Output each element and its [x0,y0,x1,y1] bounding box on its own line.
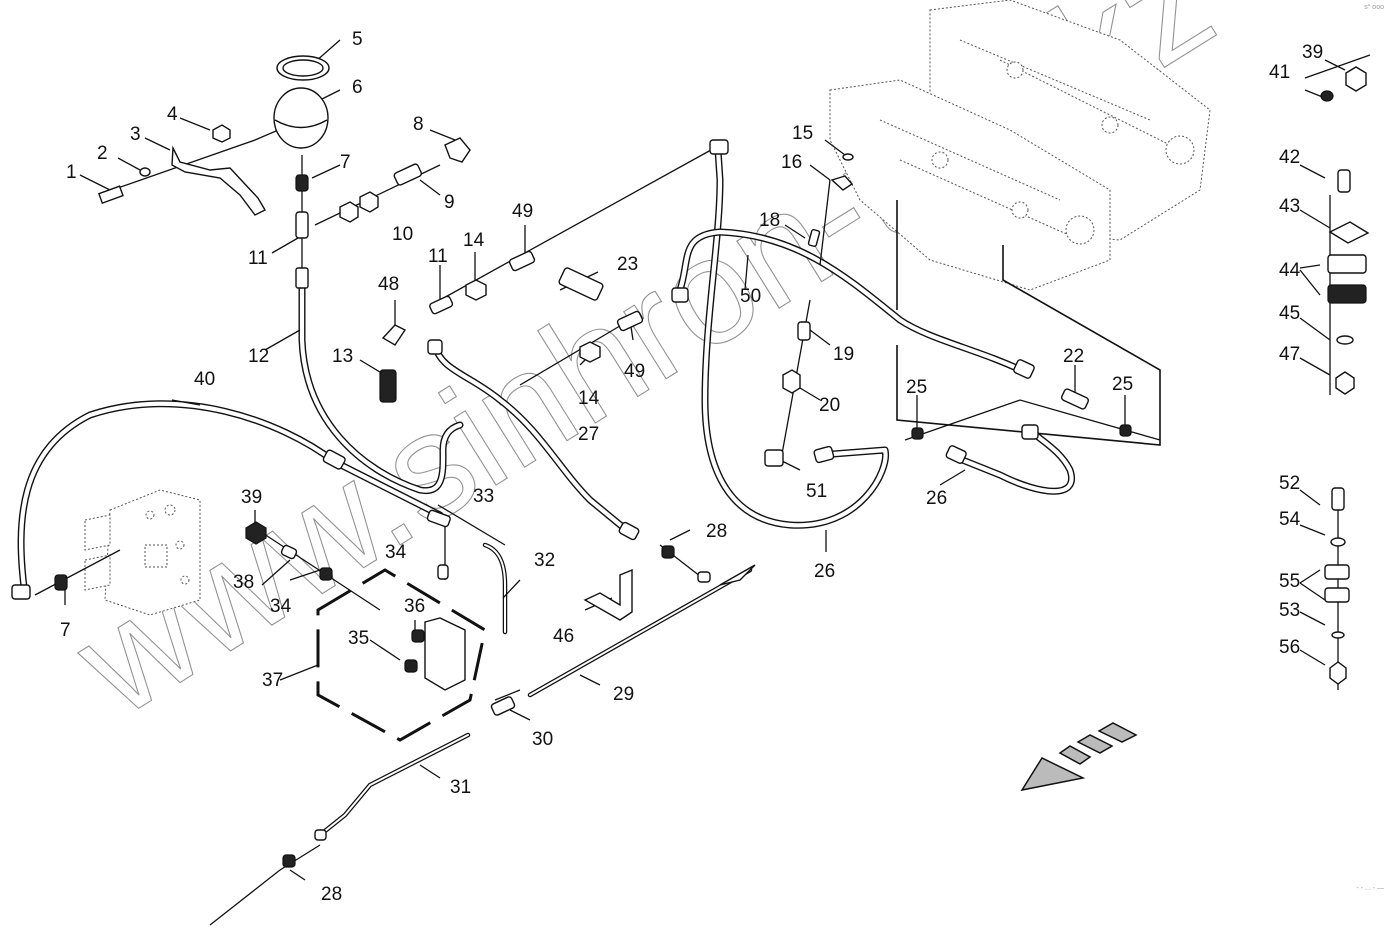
callout-22: 22 [1063,346,1084,367]
callout-53: 53 [1279,600,1300,621]
callout-33: 33 [473,486,494,507]
callout-38: 38 [233,572,254,593]
callout-6: 6 [352,77,363,98]
parts [11,55,1370,868]
callout-29: 29 [613,684,634,705]
callout-56: 56 [1279,637,1300,658]
callout-11: 11 [428,246,448,267]
callout-41: 41 [1269,62,1290,83]
bracket-outline [896,200,1161,446]
callout-30: 30 [532,729,553,750]
mounting-bracket [583,568,633,621]
callout-23: 23 [617,254,638,275]
callout-12: 12 [248,346,269,367]
bracket [171,145,266,216]
front-direction-arrow-icon [1020,722,1138,792]
callout-55: 55 [1279,571,1300,592]
callout-34: 34 [270,596,292,617]
callout-16: 16 [781,152,802,173]
callout-50: 50 [740,286,761,307]
manifold-block-ghost [84,489,201,616]
callout-1: 1 [66,162,77,183]
callout-18: 18 [759,210,780,231]
callout-28: 28 [321,884,342,905]
callout-labels: 1 2 3 4 5 6 7 7 8 9 10 11 11 12 13 14 14… [60,29,1323,905]
valve-group-outline [316,568,487,742]
callout-35: 35 [348,628,369,649]
pressure-switch [379,369,397,403]
callout-43: 43 [1279,196,1300,217]
callout-7: 7 [340,152,351,173]
callout-39: 39 [241,487,262,508]
callout-5: 5 [352,29,363,50]
callout-44: 44 [1279,260,1301,281]
callout-26: 26 [814,561,835,582]
callout-49: 49 [624,361,645,382]
accumulator-sphere [273,87,329,149]
callout-34: 34 [385,542,407,563]
callout-14: 14 [463,230,485,251]
callout-28: 28 [706,521,727,542]
corner-mark-bottom: - - . . - — [1356,885,1384,892]
callout-27: 27 [578,424,599,445]
callout-15: 15 [792,123,813,144]
callout-42: 42 [1279,147,1300,168]
callout-25: 25 [906,377,927,398]
callout-20: 20 [819,395,840,416]
callout-36: 36 [404,596,425,617]
callout-11: 11 [248,248,268,269]
callout-9: 9 [444,192,455,213]
leader-lines [34,39,1371,926]
callout-47: 47 [1279,344,1300,365]
inline-filter [558,267,604,301]
callout-46: 46 [553,626,574,647]
hoses [17,146,1075,838]
callout-4: 4 [167,104,178,125]
valve-block-ghost [829,0,1211,291]
callout-32: 32 [534,550,555,571]
callout-39: 39 [1302,42,1323,63]
callout-31: 31 [450,777,471,798]
callout-14: 14 [578,388,600,409]
callout-26: 26 [926,488,947,509]
callout-52: 52 [1279,473,1300,494]
corner-mark-top: s° ooo [1364,4,1384,11]
callout-37: 37 [262,670,283,691]
callout-10: 10 [392,224,413,245]
callout-25: 25 [1112,374,1133,395]
callout-3: 3 [130,124,141,145]
callout-54: 54 [1279,509,1301,530]
callout-8: 8 [413,114,424,135]
callout-7: 7 [60,620,71,641]
relief-valve-block [424,617,466,691]
callout-51: 51 [806,481,827,502]
callout-19: 19 [833,344,854,365]
callout-13: 13 [332,346,353,367]
callout-45: 45 [1279,303,1300,324]
callout-48: 48 [378,274,399,295]
callout-40: 40 [194,369,215,390]
callout-2: 2 [97,143,108,164]
callout-49: 49 [512,201,533,222]
